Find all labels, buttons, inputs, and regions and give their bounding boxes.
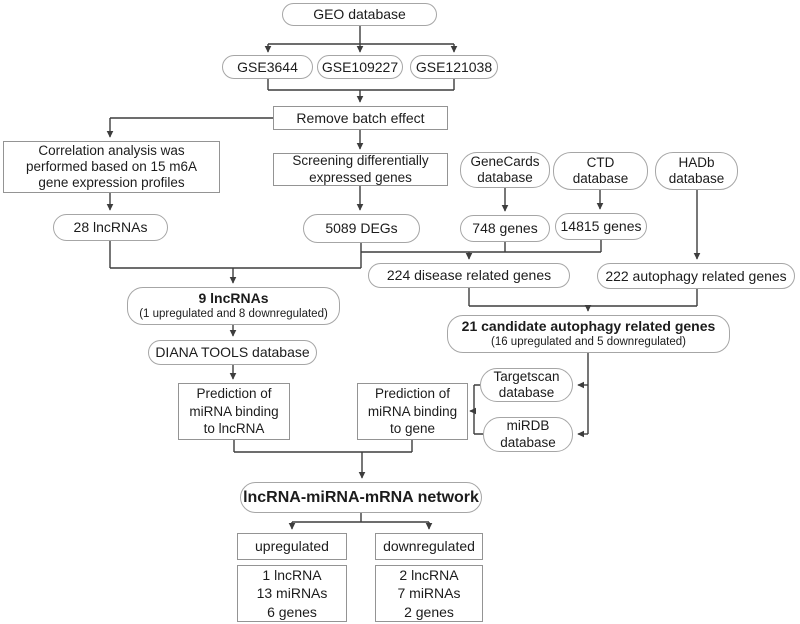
node-line: database [572,171,629,186]
node-line: Screening differentially [292,153,429,169]
node-line: Prediction of [196,385,272,401]
node-9-lncrnas: 9 lncRNAs (1 upregulated and 8 downregul… [127,287,340,325]
node-line: 1 lncRNA [262,567,322,584]
node-subtitle: (1 upregulated and 8 downregulated) [139,308,328,321]
node-224-disease-related-genes: 224 disease related genes [368,263,570,288]
node-screening-degs: Screening differentially expressed genes [273,153,448,186]
node-line: gene expression profiles [38,175,185,191]
node-label: Remove batch effect [296,109,425,126]
node-line: 13 miRNAs [256,585,328,602]
node-line: HADb [678,154,715,170]
node-line: 2 lncRNA [399,567,459,584]
node-5089-degs: 5089 DEGs [303,214,420,243]
node-gse109227: GSE109227 [317,55,403,79]
node-genecards-database: GeneCards database [460,152,550,188]
node-line: to gene [389,421,436,437]
node-line: to lncRNA [203,421,265,437]
connector-arrows [106,44,701,530]
node-downregulated: downregulated [375,533,483,560]
node-line: expressed genes [309,169,412,185]
node-subtitle: (16 upregulated and 5 downregulated) [490,336,686,349]
node-label: downregulated [383,538,475,555]
node-gse3644: GSE3644 [222,55,313,79]
node-lncrna-mirna-mrna-network: lncRNA-miRNA-mRNA network [240,482,482,513]
node-label: 5089 DEGs [325,220,398,237]
node-correlation-analysis: Correlation analysis was performed based… [3,141,220,193]
node-diana-tools-database: DIANA TOOLS database [148,340,317,365]
node-remove-batch-effect: Remove batch effect [273,106,448,130]
node-14815-genes: 14815 genes [555,213,647,240]
node-line: database [477,170,533,185]
node-label: upregulated [255,538,329,555]
node-line: Correlation analysis was [38,142,185,158]
node-line: GeneCards [470,153,540,169]
node-prediction-mirna-lncrna: Prediction of miRNA binding to lncRNA [178,383,290,440]
node-label: 14815 genes [560,218,642,235]
node-label: 748 genes [472,220,538,237]
node-upregulated: upregulated [237,533,347,560]
node-label: GSE121038 [415,58,493,75]
node-title: 9 lncRNAs [198,290,269,307]
node-mirdb-database: miRDB database [483,417,573,452]
node-line: miRDB [506,418,550,434]
node-line: miRNA binding [189,403,279,419]
node-title: 21 candidate autophagy related genes [461,318,716,335]
node-line: performed based on 15 m6A [25,158,198,174]
node-line: database [668,171,725,186]
node-line: 7 miRNAs [397,585,461,602]
node-label: lncRNA-miRNA-mRNA network [243,488,479,506]
node-line: CTD [586,154,615,170]
node-gse121038: GSE121038 [410,55,498,79]
node-line: database [500,434,556,450]
node-ctd-database: CTD database [553,152,648,190]
node-748-genes: 748 genes [460,215,550,242]
node-label: 28 lncRNAs [73,219,148,236]
node-label: 222 autophagy related genes [605,267,787,284]
node-label: GSE109227 [321,58,399,75]
node-prediction-mirna-gene: Prediction of miRNA binding to gene [357,383,468,440]
node-line: database [498,385,555,400]
node-label: GSE3644 [237,58,298,75]
node-line: Targetscan [493,368,560,384]
node-line: 6 genes [267,603,317,620]
node-222-autophagy-related-genes: 222 autophagy related genes [597,263,795,289]
node-downregulated-counts: 2 lncRNA 7 miRNAs 2 genes [375,565,483,622]
node-label: DIANA TOOLS database [155,344,310,361]
node-28-lncrnas: 28 lncRNAs [53,214,168,241]
node-line: miRNA binding [367,403,458,419]
node-21-candidate-genes: 21 candidate autophagy related genes (16… [447,315,730,353]
node-targetscan-database: Targetscan database [480,368,573,402]
node-label: 224 disease related genes [386,267,552,284]
node-line: Prediction of [374,385,451,401]
node-upregulated-counts: 1 lncRNA 13 miRNAs 6 genes [237,565,347,622]
node-line: 2 genes [404,603,454,620]
node-label: GEO database [313,6,406,23]
node-hadb-database: HADb database [655,152,738,190]
node-geo-database: GEO database [282,3,437,26]
